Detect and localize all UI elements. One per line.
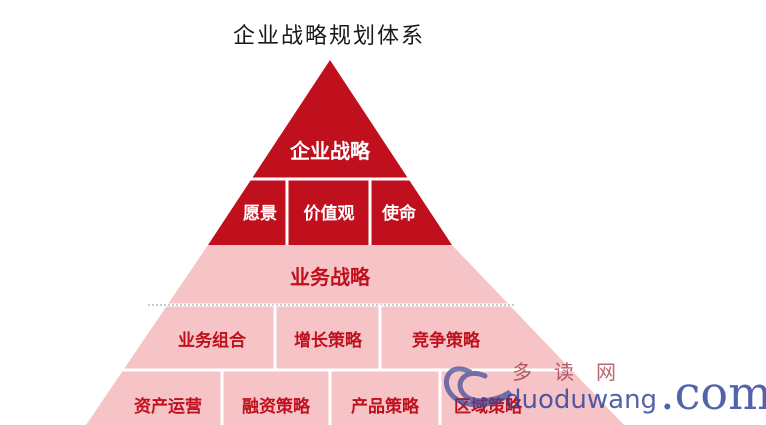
label-product-strategy: 产品策略 [351, 396, 420, 417]
label-asset-operation: 资产运营 [134, 396, 202, 417]
watermark-domain-text: duoduwang [505, 385, 658, 415]
diagram-title: 企业战略规划体系 [232, 24, 425, 49]
label-growth-strategy: 增长策略 [294, 330, 363, 351]
label-business-strategy: 业务战略 [290, 265, 371, 289]
label-enterprise-strategy: 企业战略 [289, 139, 371, 163]
label-competitive-strategy: 竞争策略 [412, 330, 481, 351]
watermark-com-text: .com [660, 366, 766, 420]
label-values: 价值观 [304, 203, 355, 224]
watermark-cn-text: 多读网 [512, 360, 638, 384]
label-vision: 愿景 [243, 204, 277, 224]
label-business-portfolio: 业务组合 [178, 330, 247, 351]
pyramid-dark-top [208, 60, 452, 245]
label-mission: 使命 [381, 203, 417, 224]
watermark-logo-swirl [443, 366, 512, 408]
label-financing-strategy: 融资策略 [242, 396, 311, 417]
